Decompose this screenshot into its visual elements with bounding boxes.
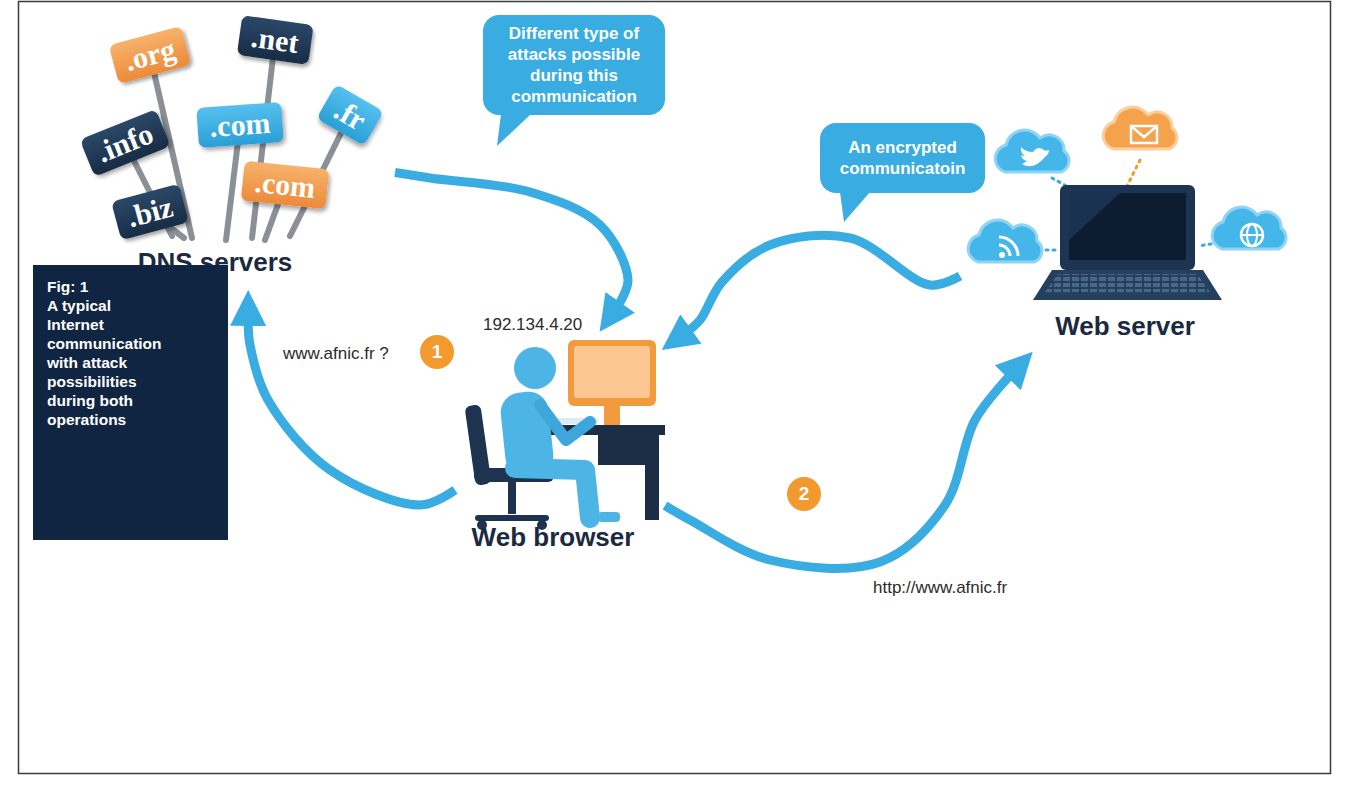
rss-cloud [968,220,1042,262]
node-text: .com [253,164,317,206]
dns-servers-group: DNS servers.org.net.info.com.fr.biz.com [75,5,395,290]
tld-sign: .com [196,102,283,148]
chair [478,515,546,521]
figure-caption-box: Fig: 1A typical Internet communication w… [33,265,228,540]
node-text: .com [208,105,271,145]
node-text: A typical Internet communication with at… [47,296,172,429]
node-text: .net [249,19,301,61]
callout-number: 1 [432,341,443,363]
person [514,347,556,389]
connector-label: www.afnic.fr ? [280,344,392,364]
step-number: 1 [420,335,454,369]
user-at-computer [465,340,665,530]
person [540,405,590,440]
mail-cloud [1131,126,1157,137]
rss-cloud [999,252,1005,258]
person [499,347,620,522]
laptop-with-services [1069,193,1120,240]
desk [598,435,645,465]
monitor [604,406,620,425]
rss-cloud [999,237,1018,256]
web-browser-group: Web browser [455,335,665,555]
flow-arrow [395,173,628,308]
web-server-group: Web server [960,100,1300,350]
connector-label: http://www.afnic.fr [870,578,1010,598]
laptop-with-services [1060,185,1195,270]
laptop-with-services [968,107,1286,300]
speech-bubble: An encrypted communicatoin [820,123,985,193]
node-text: .info [92,116,159,171]
laptop-with-services [1069,193,1186,260]
twitter-cloud [995,130,1069,172]
monitor [568,340,656,406]
tld-sign: .info [80,109,171,177]
globe-cloud [1212,207,1286,249]
desk [645,435,659,520]
step-number: 2 [787,477,821,511]
monitor [574,346,650,398]
node-text: .biz [123,189,177,236]
tld-sign: .net [237,15,313,65]
bubble-tail [483,114,543,148]
person [598,512,620,522]
flow-arrow [248,320,455,505]
node-text: .fr [328,92,373,139]
laptop-with-services [1033,270,1222,300]
mail-cloud [1131,126,1157,143]
callout-number: 2 [799,483,810,505]
globe-cloud [1241,224,1263,246]
tld-sign: .com [241,161,330,210]
twitter-cloud [1021,147,1049,166]
globe-cloud [1241,234,1263,236]
frame [19,2,1331,774]
node-heading: Web browser [472,522,635,553]
globe-cloud [1212,207,1286,249]
flow-arrow [686,235,960,332]
node-text: Fig: 1 [47,277,172,296]
bubble-tail [820,192,880,226]
chair [508,482,516,514]
speech-bubble: Different type of attacks possible durin… [483,15,665,115]
connector-label: 192.134.4.20 [480,315,585,335]
tld-sign: .fr [316,84,383,146]
monitor [548,340,656,425]
mail-cloud [1103,107,1177,149]
laptop-with-services [1045,274,1210,292]
flow-arrow [665,373,1012,568]
mail-cloud [1103,107,1177,149]
tld-sign: .biz [111,184,189,241]
connectors [248,173,1012,569]
tld-sign: .org [109,26,192,84]
person [499,390,556,479]
twitter-cloud [995,130,1069,172]
rss-cloud [968,220,1042,262]
node-text: An encrypted communicatoin [830,137,975,179]
node-text: .org [121,31,179,79]
node-heading: Web server [1055,311,1195,342]
bubble-tail [497,114,531,146]
node-text: Different type of attacks possible durin… [493,23,655,107]
bubble-tail [840,192,870,222]
